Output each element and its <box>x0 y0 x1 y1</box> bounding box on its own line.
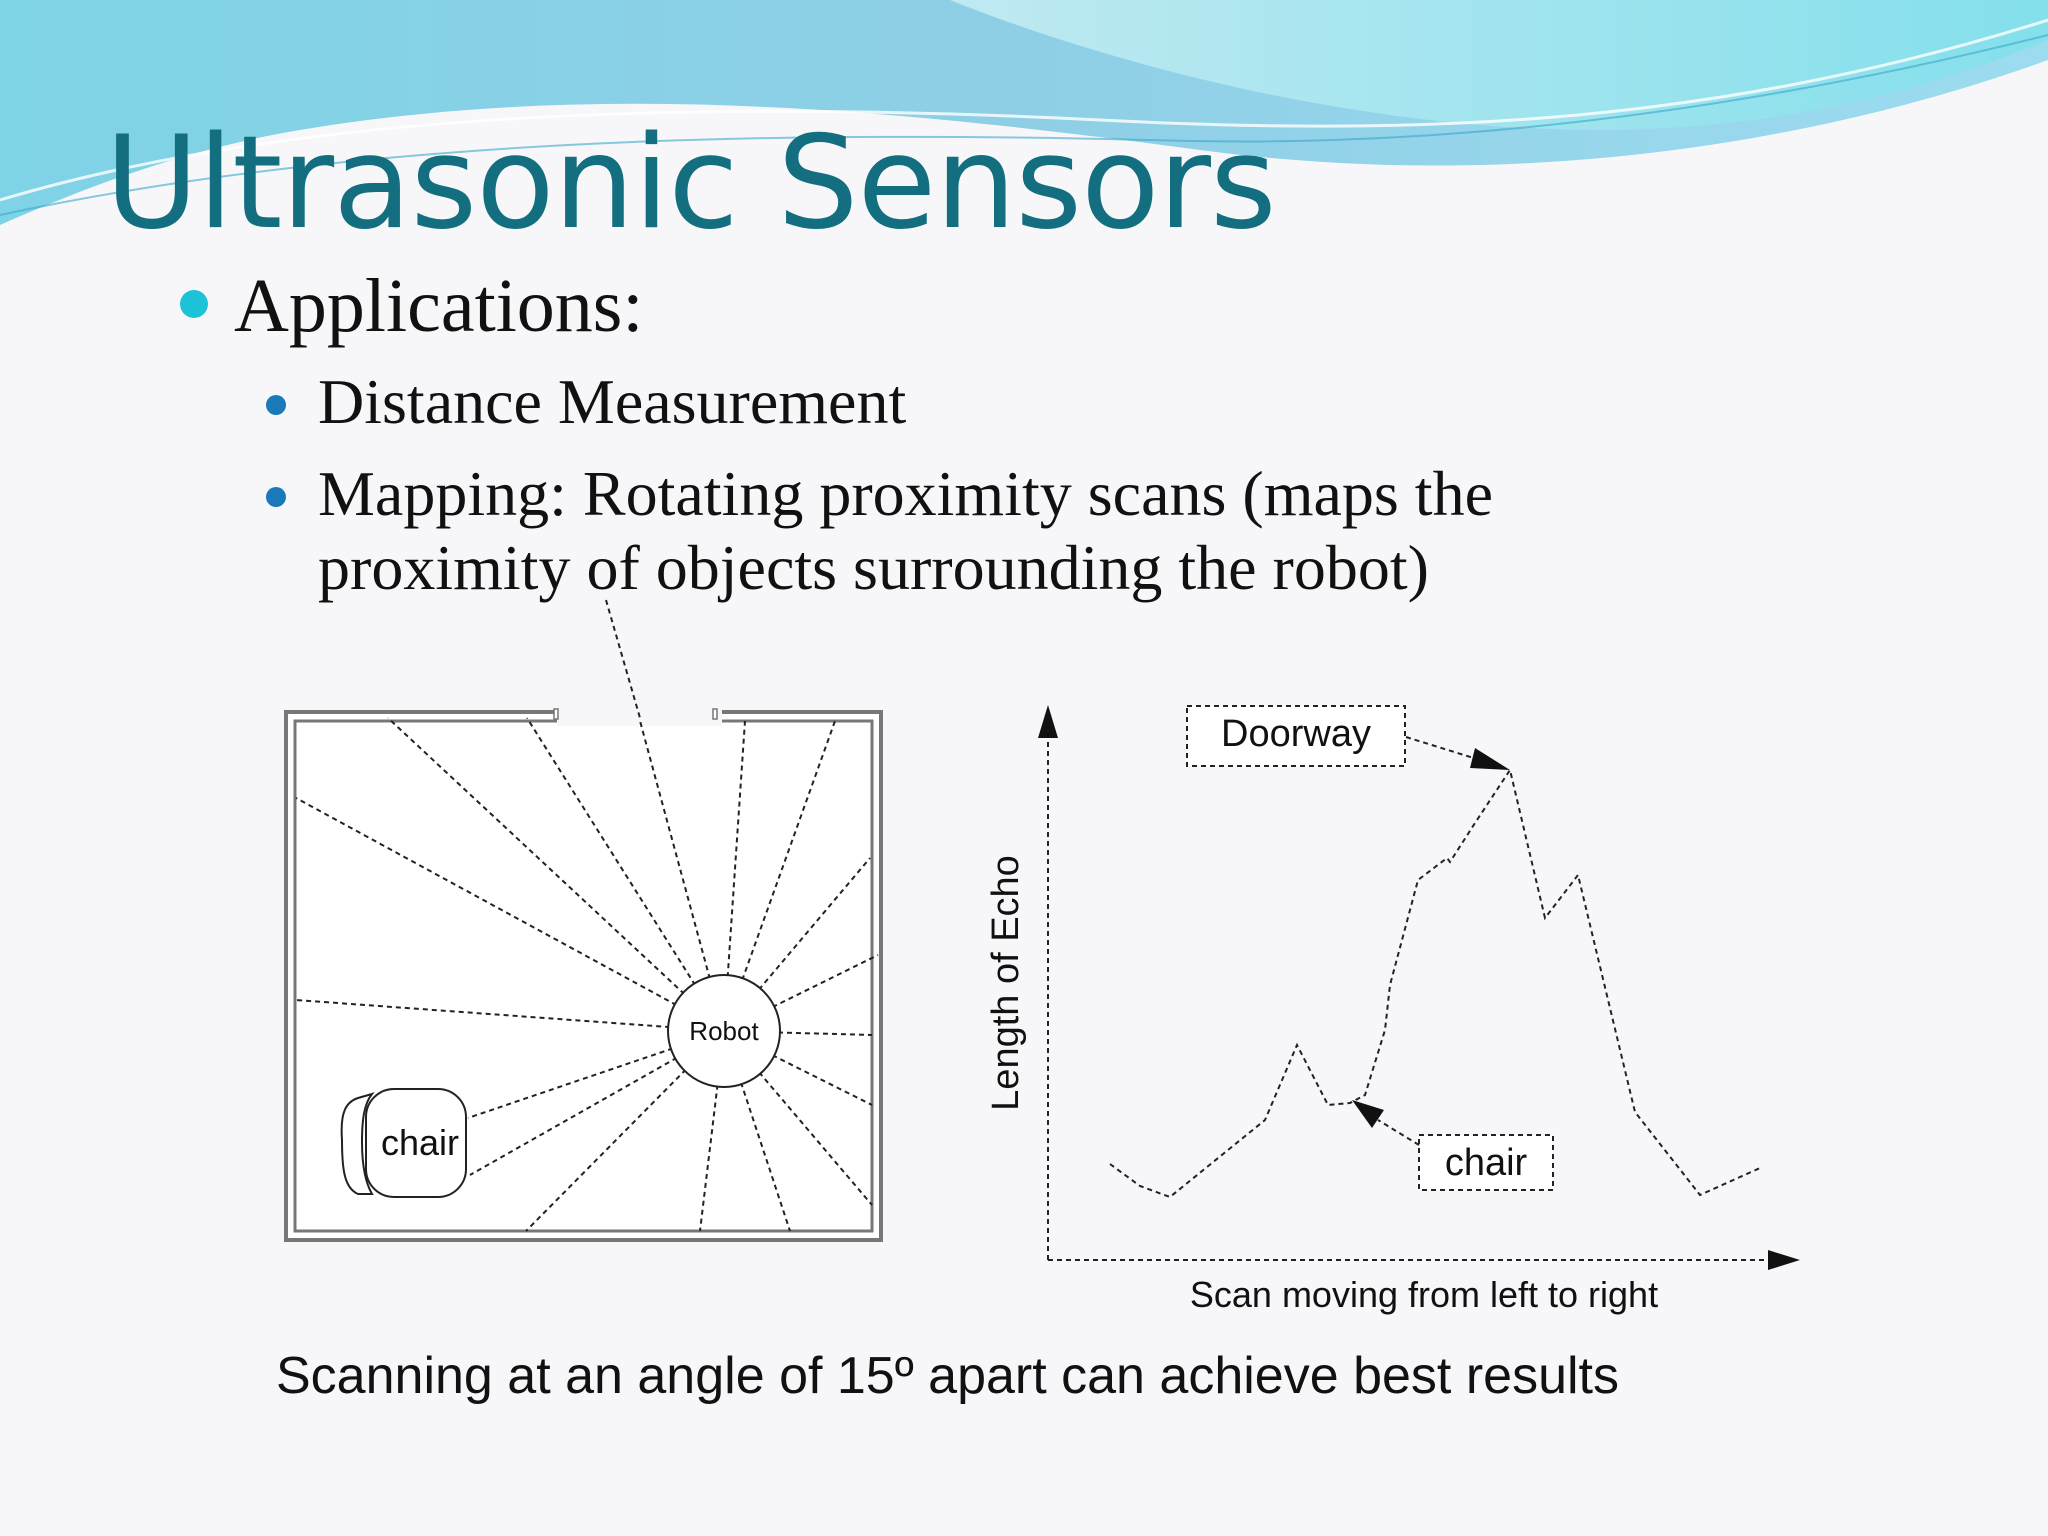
chair-callout-label: chair <box>1445 1142 1528 1184</box>
sub-bullet-mapping: Mapping: Rotating proximity scans (maps … <box>318 458 1493 529</box>
y-axis-label: Length of Echo <box>985 855 1027 1111</box>
slide-caption: Scanning at an angle of 15º apart can ac… <box>276 1347 1619 1405</box>
echo-plot: Doorway chair Length of Echo Scan moving… <box>985 705 1800 1315</box>
x-axis-label: Scan moving from left to right <box>1190 1274 1658 1315</box>
scan-ray <box>295 797 725 1032</box>
doorway-callout-box <box>1186 705 1406 767</box>
chair-label: chair <box>381 1122 459 1163</box>
scan-ray <box>387 717 725 1032</box>
doorway-callout-label: Doorway <box>1221 713 1371 755</box>
bullet-dot <box>180 290 208 318</box>
echo-curve <box>1109 767 1761 1199</box>
chair-callout-box <box>1418 1134 1554 1191</box>
sub-bullet-mapping-continued: proximity of objects surrounding the rob… <box>318 532 1429 603</box>
scan-ray <box>526 717 725 1032</box>
doorway-arrowhead <box>1470 748 1510 770</box>
robot-label: Robot <box>689 1016 759 1046</box>
sub-bullet-dot <box>266 395 286 415</box>
scan-ray <box>699 1030 725 1232</box>
room-diagram: Robot chair <box>284 599 883 1242</box>
scan-ray <box>723 1030 873 1036</box>
sub-bullet-distance: Distance Measurement <box>318 366 907 437</box>
header-wave-decoration <box>0 0 2048 225</box>
chair-arrowhead <box>1352 1100 1384 1128</box>
robot-icon <box>667 974 781 1088</box>
scan-ray <box>723 720 746 1032</box>
sub-bullet-dot <box>266 487 286 507</box>
slide-title: Ultrasonic Sensors <box>105 109 1277 258</box>
chair-icon <box>340 1088 467 1198</box>
x-axis-arrow <box>1768 1250 1800 1270</box>
scan-ray <box>723 1030 791 1232</box>
y-axis-arrow <box>1038 705 1058 738</box>
bullet-applications-label: Applications: <box>234 264 644 348</box>
